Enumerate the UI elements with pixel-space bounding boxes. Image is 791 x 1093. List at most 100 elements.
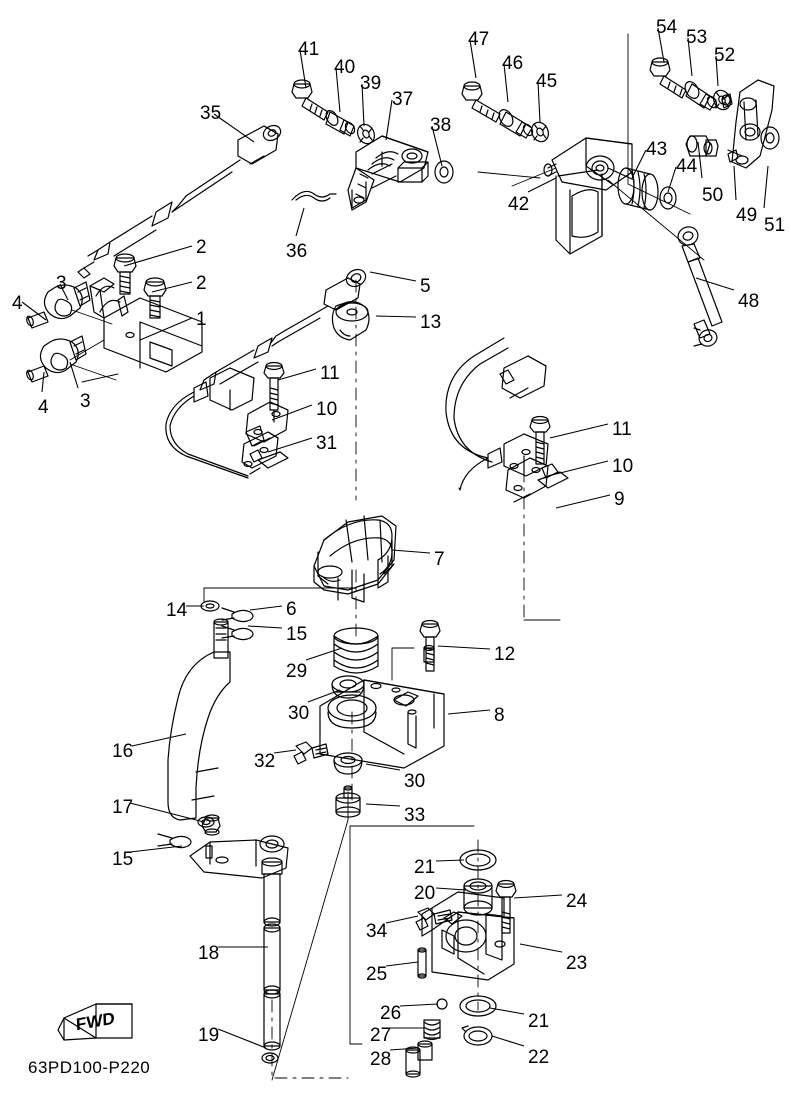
callout-number-41: 41	[298, 39, 320, 60]
part-2-bolt-lower	[143, 277, 167, 319]
part-25-pin	[417, 947, 427, 979]
callout-number-2: 2	[196, 237, 207, 258]
part-41-bolt	[291, 79, 329, 121]
callout-number-50: 50	[702, 185, 724, 206]
callout-number-30: 30	[404, 771, 426, 792]
part-13-bushing	[331, 301, 370, 341]
part-51-washer	[760, 126, 780, 150]
part-37-bracket	[347, 135, 429, 211]
part-47-bolt	[461, 81, 501, 123]
part-49-lever-arm	[721, 79, 775, 169]
callout-number-9: 9	[614, 489, 625, 510]
callout-number-30: 30	[288, 703, 310, 724]
callout-number-37: 37	[392, 89, 414, 110]
callout-number-48: 48	[738, 291, 760, 312]
callout-number-39: 39	[360, 73, 382, 94]
callout-number-28: 28	[370, 1049, 392, 1070]
callout-number-32: 32	[254, 751, 276, 772]
callout-number-33: 33	[404, 805, 426, 826]
callout-number-13: 13	[420, 312, 442, 333]
callout-number-49: 49	[736, 205, 758, 226]
callout-number-52: 52	[714, 45, 736, 66]
part-54-bolt	[649, 57, 687, 99]
part-2-bolt-upper	[113, 253, 137, 295]
callout-number-1: 1	[196, 309, 207, 330]
part-42-bracket-housing	[543, 137, 635, 255]
callout-number-15: 15	[286, 624, 308, 645]
callout-number-3: 3	[56, 273, 67, 294]
callout-number-7: 7	[434, 549, 445, 570]
part-14-washer	[200, 600, 220, 612]
callout-number-46: 46	[502, 53, 524, 74]
callout-number-38: 38	[430, 115, 452, 136]
part-24-bolt	[495, 879, 517, 934]
part-23-housing	[421, 891, 515, 981]
part-18-shift-rod	[189, 835, 289, 1051]
part-35-cable-end	[77, 124, 282, 279]
part-36-clip	[291, 190, 337, 202]
part-16-shift-lever	[167, 618, 231, 828]
callout-number-22: 22	[528, 1047, 550, 1068]
part-12-bolt	[419, 619, 441, 672]
callout-number-10: 10	[612, 456, 634, 477]
part-10-bracket-right	[505, 457, 549, 503]
callout-number-12: 12	[494, 644, 516, 665]
callout-number-18: 18	[198, 943, 220, 964]
part-4-pin-upper	[26, 311, 49, 329]
callout-number-20: 20	[414, 883, 436, 904]
callout-number-21: 21	[414, 857, 436, 878]
fwd-arrow-symbol	[57, 1003, 133, 1041]
part-17-nut	[201, 814, 221, 836]
callout-number-8: 8	[494, 705, 505, 726]
callout-number-4: 4	[38, 397, 49, 418]
callout-number-15: 15	[112, 849, 134, 870]
callout-number-44: 44	[676, 156, 698, 177]
part-15-cotter-pin-upper	[221, 625, 254, 641]
callout-number-21: 21	[528, 1011, 550, 1032]
callout-number-25: 25	[366, 964, 388, 985]
part-26-ball	[436, 998, 448, 1010]
callout-number-11: 11	[612, 419, 632, 440]
part-7-shift-bracket	[313, 515, 397, 603]
part-40-collar	[325, 110, 356, 137]
callout-number-27: 27	[370, 1025, 392, 1046]
callout-number-35: 35	[200, 103, 222, 124]
part-45-washer-star	[531, 121, 549, 143]
part-48-link-rod	[677, 226, 723, 347]
callout-number-19: 19	[198, 1025, 220, 1046]
callout-number-17: 17	[112, 797, 134, 818]
part-30-bushing-lower	[333, 752, 363, 775]
part-1-cable-holder	[89, 277, 203, 373]
part-22-retaining-ring	[461, 1025, 493, 1046]
callout-number-54: 54	[656, 17, 678, 38]
callout-number-24: 24	[566, 891, 588, 912]
part-5-cable-joint	[199, 268, 367, 391]
callout-number-5: 5	[420, 276, 431, 297]
part-4-pin-lower	[26, 365, 49, 383]
callout-number-34: 34	[366, 921, 388, 942]
callout-number-31: 31	[316, 433, 338, 454]
part-11-bolt-right	[529, 415, 551, 465]
part-19-clip	[261, 1052, 279, 1064]
callout-number-43: 43	[646, 139, 668, 160]
part-34-fitting	[415, 907, 453, 931]
drawing-part-number: 63PD100-P220	[28, 1058, 151, 1077]
part-3-clamp-upper	[43, 281, 91, 320]
callout-number-29: 29	[286, 661, 308, 682]
part-15-cotter-pin-lower	[157, 833, 192, 849]
callout-number-2: 2	[196, 273, 207, 294]
callout-number-4: 4	[12, 293, 23, 314]
callout-number-11: 11	[320, 363, 340, 384]
callout-number-45: 45	[536, 71, 558, 92]
callout-number-53: 53	[686, 27, 708, 48]
part-6-cotter-pin	[221, 607, 254, 623]
callout-number-14: 14	[166, 600, 188, 621]
part-9-switch-right	[445, 337, 569, 491]
part-27-spring	[423, 1019, 441, 1041]
part-32-grease-fitting	[293, 741, 329, 765]
part-46-collar	[498, 109, 534, 139]
part-31-switch-left	[165, 367, 289, 479]
callout-number-42: 42	[508, 194, 530, 215]
